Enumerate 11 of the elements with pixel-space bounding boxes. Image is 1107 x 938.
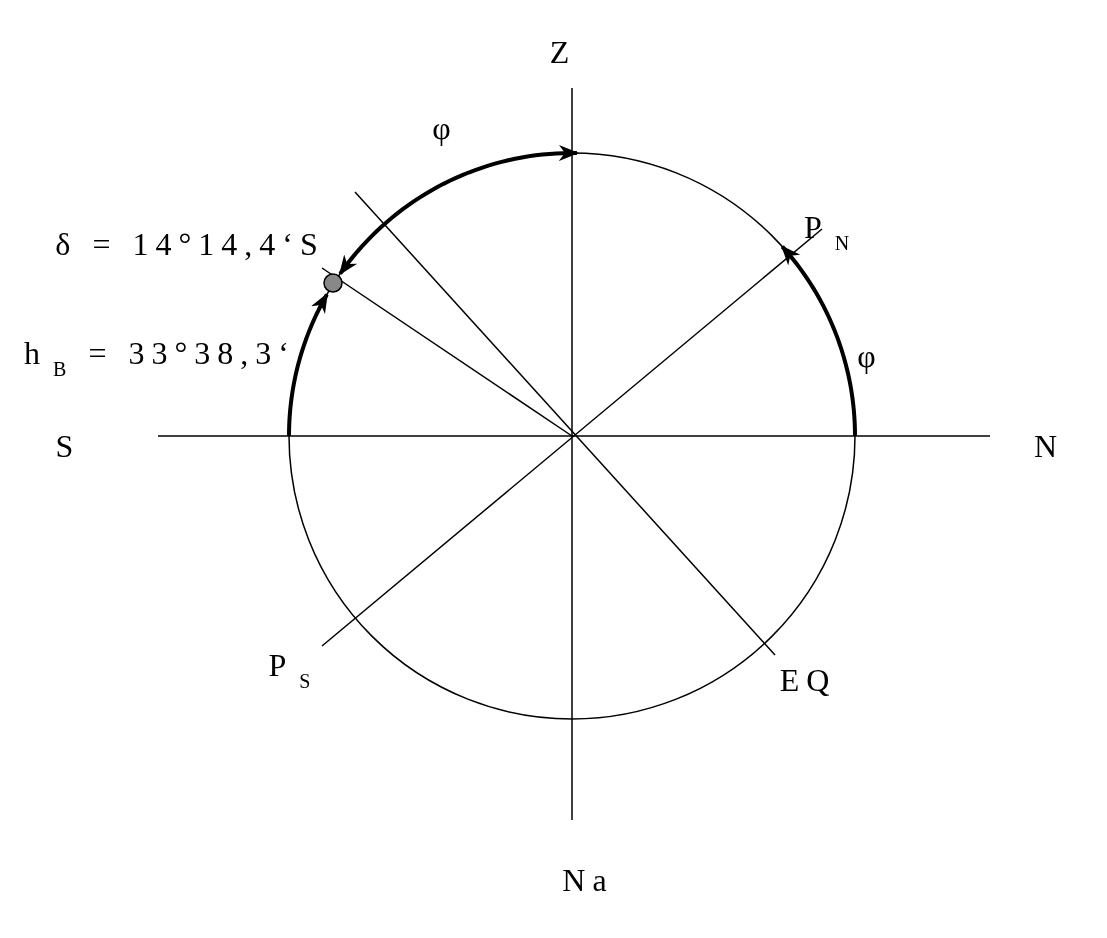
axis-label: Na bbox=[562, 864, 614, 896]
axis-label: P$_{N}$ bbox=[803, 211, 857, 253]
axis-label: φ bbox=[432, 112, 458, 144]
axis-label: S bbox=[55, 430, 81, 462]
axis-label: Z bbox=[549, 36, 577, 68]
axis-label: N bbox=[1033, 430, 1065, 462]
axis-label: h$_{B}$ = 33°38,3‘ bbox=[24, 337, 296, 379]
axis-label: P$_{S}$ bbox=[268, 649, 318, 691]
axis-label: EQ bbox=[779, 664, 837, 696]
axis-label: φ bbox=[857, 340, 883, 372]
axis-label: δ = 14°14,4‘S bbox=[55, 228, 325, 260]
